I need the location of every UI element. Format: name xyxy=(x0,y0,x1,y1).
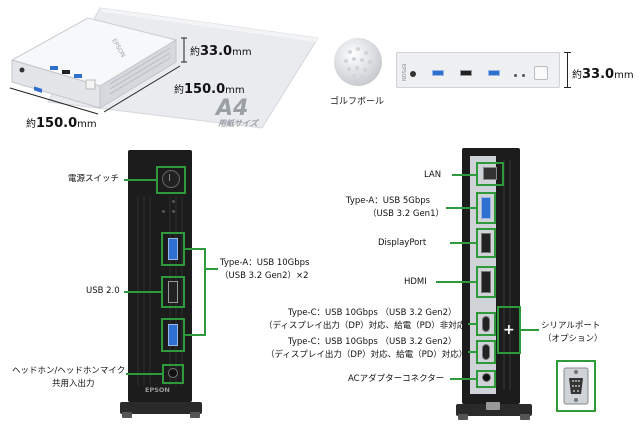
serial-port-option-highlight xyxy=(556,360,596,412)
serial-port-icon xyxy=(563,367,589,405)
displayport-highlight xyxy=(476,228,496,258)
displayport-connector-line xyxy=(450,242,476,244)
type-a-connector-vertical xyxy=(204,248,206,336)
type-a-connector-top xyxy=(185,248,205,250)
ac-adapter-label: ACアダプターコネクター xyxy=(348,374,445,384)
usb2-connector-line xyxy=(124,291,162,293)
type-a-top-highlight xyxy=(161,232,185,266)
usb2-port-icon xyxy=(460,70,472,76)
power-button-icon xyxy=(534,66,548,80)
headphone-jack-icon xyxy=(168,368,178,378)
white-pc-front-body xyxy=(396,52,560,88)
usb2-port xyxy=(168,281,178,303)
led-indicator xyxy=(162,210,165,213)
type-a-connector-bottom xyxy=(185,334,205,336)
serial-port-area-highlight xyxy=(497,306,521,354)
displayport-icon xyxy=(481,233,491,253)
ac-adapter-connector-line xyxy=(450,378,476,380)
type-c-port-1-icon xyxy=(482,316,490,332)
brand-logo: EPSON xyxy=(145,386,170,394)
led-indicator xyxy=(172,210,175,213)
led-indicator xyxy=(514,74,517,77)
golf-ball-caption: ゴルフボール xyxy=(330,97,385,107)
usb2-label: USB 2.0 xyxy=(86,286,120,296)
lan-label: LAN xyxy=(424,170,442,180)
type-a-connector-label xyxy=(204,268,218,270)
ac-adapter-highlight xyxy=(476,370,496,388)
led-indicator xyxy=(522,74,525,77)
rear-vent-pattern xyxy=(503,160,511,390)
height-dimension: 約33.0mm xyxy=(190,44,252,59)
type-a-5gbps-label-line2: （USB 3.2 Gen1） xyxy=(368,209,444,219)
width-dimension: 約150.0mm xyxy=(26,116,97,131)
dimension-bracket-top xyxy=(564,52,571,53)
serial-connector-line xyxy=(521,329,539,331)
paper-size-label: A4 xyxy=(216,96,249,121)
type-c-1-highlight xyxy=(476,312,496,336)
depth-dimension: 約150.0mm xyxy=(174,82,245,97)
front-vent-pattern xyxy=(137,196,183,386)
type-a-5gbps-connector-line xyxy=(446,207,476,209)
headphone-highlight xyxy=(162,364,184,384)
hdmi-highlight xyxy=(476,266,496,298)
plus-icon: + xyxy=(503,322,515,338)
usb2-highlight xyxy=(161,276,185,308)
power-connector-line xyxy=(124,179,156,181)
led-indicator xyxy=(172,200,175,203)
brand-logo-small: EPSON xyxy=(400,64,406,82)
displayport-label: DisplayPort xyxy=(378,238,427,248)
type-c-2-label-line1: Type-C：USB 10Gbps （USB 3.2 Gen2） xyxy=(288,337,457,347)
golf-ball-icon xyxy=(334,38,382,86)
hdmi-port-icon xyxy=(481,271,491,293)
lan-connector-line xyxy=(452,174,476,176)
power-button-icon[interactable] xyxy=(162,170,180,188)
headphone-label-line2: 共用入出力 xyxy=(52,379,95,389)
lan-port-icon xyxy=(483,167,497,180)
type-c-1-label-line2: （ディスプレイ出力（DP）対応、給電（PD）非対応） xyxy=(264,321,474,331)
rear-stand-base xyxy=(456,404,532,416)
headphone-label-line1: ヘッドホン/ヘッドホンマイク xyxy=(12,366,126,376)
white-pc-isometric: EPSON xyxy=(9,7,319,129)
headphone-jack-icon xyxy=(410,71,416,77)
stand-foot xyxy=(458,414,468,420)
type-c-2-label-line2: （ディスプレイ出力（DP）対応、給電（PD）対応） xyxy=(266,350,468,360)
serial-port-label-line2: （オプション） xyxy=(543,334,603,344)
power-symbol-icon xyxy=(169,174,173,181)
paper-size-caption: 用紙サイズ xyxy=(218,119,258,128)
type-c-1-connector-line xyxy=(468,323,476,325)
headphone-connector-line xyxy=(126,373,162,375)
stand-foot xyxy=(190,412,200,418)
stand-foot xyxy=(122,412,132,418)
hdmi-label: HDMI xyxy=(404,277,427,287)
hdmi-connector-line xyxy=(436,281,476,283)
usb-a-10gbps-port-2 xyxy=(168,324,178,346)
dimension-bracket xyxy=(567,52,568,88)
serial-port-label-line1: シリアルポート xyxy=(541,321,601,331)
usb-a-port-icon xyxy=(432,70,444,76)
power-switch-label: 電源スイッチ xyxy=(68,174,120,184)
dimension-bracket-bottom xyxy=(564,87,571,88)
type-a-bottom-highlight xyxy=(161,318,185,352)
type-a-10gbps-label-line2: （USB 3.2 Gen2）×2 xyxy=(220,271,309,281)
type-a-5gbps-highlight xyxy=(476,192,496,224)
front-height-dimension: 約33.0mm xyxy=(572,67,634,82)
type-c-1-label-line1: Type-C：USB 10Gbps （USB 3.2 Gen2） xyxy=(288,308,457,318)
usb-a-port-icon xyxy=(488,70,500,76)
usb-a-10gbps-port-1 xyxy=(168,238,178,260)
ac-adapter-connector-icon xyxy=(482,373,491,382)
type-c-port-2-icon xyxy=(482,344,490,360)
type-a-10gbps-label-line1: Type-A：USB 10Gbps xyxy=(220,258,310,268)
type-c-2-connector-line xyxy=(468,351,476,353)
stand-foot xyxy=(520,414,530,420)
power-switch-highlight xyxy=(156,166,186,194)
type-a-5gbps-label-line1: Type-A：USB 5Gbps xyxy=(346,196,431,206)
usb-a-5gbps-port xyxy=(481,197,491,219)
stand-base xyxy=(120,402,202,414)
lan-highlight xyxy=(476,162,504,186)
type-c-2-highlight xyxy=(476,340,496,364)
kensington-slot-icon xyxy=(486,402,500,410)
